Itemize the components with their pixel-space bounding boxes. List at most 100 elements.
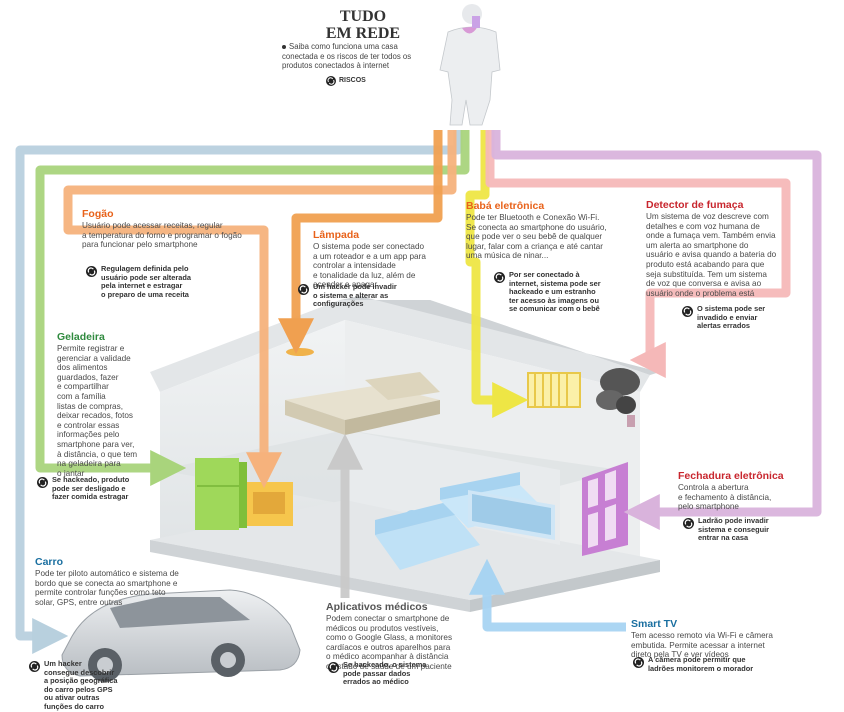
device-desc-line: e fechamento à distância, <box>678 492 772 502</box>
risk-icon <box>682 306 693 317</box>
device-title-baba: Babá eletrônica <box>466 200 545 212</box>
device-desc-line: lugar, falar com a criança e até cantar <box>466 241 603 251</box>
device-desc-line: permite controlar funções como teto <box>35 588 166 598</box>
device-desc-line: Usuário pode acessar receitas, regular <box>82 221 223 230</box>
risk-line: funções do carro <box>44 701 104 711</box>
device-desc-line: Pode ter Bluetooth e Conexão Wi-Fi. <box>466 213 600 222</box>
device-desc-line: de voz que conversa e avisa ao <box>646 279 762 289</box>
risk-icon <box>37 477 48 488</box>
device-desc-line: detalhes e com voz humana de <box>646 221 760 231</box>
device-desc-line: Se conecta ao smartphone do usuário, <box>466 222 607 232</box>
risk-line: ladrões monitorem o morador <box>648 663 754 673</box>
risk-line: ou ativar outras <box>44 693 100 703</box>
device-desc-line: dos alimentos <box>57 363 108 373</box>
device-desc-line: solar, GPS, entre outras <box>35 597 123 607</box>
device-desc-line: como o Google Glass, a monitores <box>326 633 453 643</box>
device-desc-line: uma música de ninar... <box>466 251 549 261</box>
risk-line: A câmera pode permitir que <box>648 655 746 664</box>
risk-icon <box>29 661 40 672</box>
device-desc-line: a um roteador e a um app para <box>313 251 426 261</box>
person-figure <box>439 4 501 126</box>
risk-line: errados ao médico <box>343 677 409 687</box>
device-desc-line: O sistema pode ser conectado <box>313 242 425 251</box>
device-desc-line: o médico acompanhar à distância <box>326 652 449 662</box>
risk-line: internet, sistema pode ser <box>509 278 601 288</box>
device-desc-line: produto está acabando para que <box>646 259 765 269</box>
risk-icon <box>298 284 309 295</box>
stove-illustration <box>247 482 293 526</box>
tv-illustration <box>468 490 555 540</box>
car-illustration <box>61 589 301 682</box>
device-desc-line: seja substituída. Tem um sistema <box>646 269 767 279</box>
device-desc-line: usuário onde o problema está <box>646 288 755 298</box>
risk-line: alertas errados <box>697 321 750 331</box>
risk-line: Regulagem definida pelo <box>101 264 189 273</box>
risk-line: pode passar dados <box>343 668 411 678</box>
device-title-lampada: Lâmpada <box>313 229 360 241</box>
device-title-tv: Smart TV <box>631 618 678 630</box>
device-title-fechadura: Fechadura eletrônica <box>678 470 784 482</box>
risk-icon <box>494 272 505 283</box>
line-carro <box>15 130 463 654</box>
risk-legend: RISCOS <box>326 76 366 86</box>
device-desc-line: a temperatura do forno e programar o fog… <box>82 230 242 240</box>
device-desc-line: na geladeira para <box>57 459 121 469</box>
device-desc-line: pelo smartphone <box>678 502 739 512</box>
risk-line: hackeado e um estranho <box>509 287 596 297</box>
line-lampada <box>278 130 443 355</box>
device-desc-line: e tonalidade da luz, além de <box>313 270 416 280</box>
device-desc-line: Controla a abertura <box>678 483 749 492</box>
risk-line: Se hackeado, o sistema <box>343 660 427 669</box>
device-desc-line: à distância, o que tem <box>57 449 138 459</box>
device-desc-line: deixar recados, fotos <box>57 411 134 421</box>
device-desc-line: controlar a intensidade <box>313 261 396 271</box>
risk-line: invadido e enviar <box>697 312 758 322</box>
title-line-2: EM REDE <box>325 25 401 42</box>
device-desc-line: direto pela TV e ver vídeos <box>631 650 729 660</box>
device-desc-line: Um sistema de voz descreve com <box>646 212 769 221</box>
line-baba <box>465 130 529 418</box>
device-desc-line: o jantar <box>57 468 85 478</box>
device-title-geladeira: Geladeira <box>57 331 105 343</box>
device-desc-line: Permite registrar e <box>57 344 125 353</box>
device-desc-line: onde a fumaça vem. Também envia <box>646 231 776 241</box>
risk-line: O sistema pode ser <box>697 304 766 313</box>
device-desc-line: com a família <box>57 391 106 401</box>
risk-line: Um hacker pode invadir <box>313 282 397 291</box>
device-desc-line: listas de compras, <box>57 401 123 411</box>
device-desc-line: guardados, fazer <box>57 372 119 382</box>
subtitle-text: Saiba como funciona uma casa conectada e… <box>282 42 412 71</box>
risk-line: ter acesso às imagens ou <box>509 295 599 305</box>
device-desc-line: cardíacos e outros aparelhos para <box>326 642 451 652</box>
device-desc-line: um alerta ao smartphone do <box>646 240 749 250</box>
fridge-illustration <box>195 458 247 530</box>
page-subtitle: Saiba como funciona uma casa conectada e… <box>282 42 432 71</box>
crib-illustration <box>527 372 581 408</box>
risk-line: entrar na casa <box>698 533 749 543</box>
title-line-1: TUDO <box>339 8 387 25</box>
risk-line: pode ser desligado e <box>52 483 126 493</box>
device-desc-line: smartphone para ver, <box>57 439 135 449</box>
risk-line: o preparo de uma receita <box>101 289 189 299</box>
device-desc-line: informações pelo <box>57 430 120 440</box>
risk-line: Um hacker <box>44 659 82 668</box>
bullet-icon <box>282 44 286 49</box>
risk-icon <box>683 518 694 529</box>
device-desc-line: bordo que se conecta ao smartphone e <box>35 578 178 588</box>
risk-icon <box>328 662 339 673</box>
line-geladeira <box>35 130 470 486</box>
line-tv <box>469 558 626 632</box>
device-desc-line: Tem acesso remoto via Wi-Fi e câmera <box>631 631 773 640</box>
